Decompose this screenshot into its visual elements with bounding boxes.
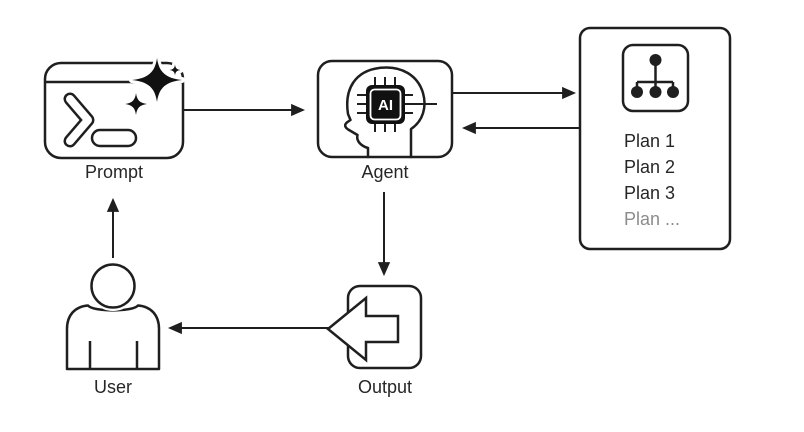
export-arrow-icon — [326, 295, 400, 363]
plans-box — [578, 26, 732, 251]
plan-item-3: Plan 3 — [624, 183, 675, 203]
user-node: User — [65, 261, 161, 397]
plan-item-2: Plan 2 — [624, 157, 675, 177]
prompt-node: Prompt — [43, 55, 185, 182]
sparkle-icon — [122, 55, 185, 118]
output-label: Output — [358, 377, 412, 397]
agent-node: AI Agent — [316, 59, 454, 182]
ai-chip-head-icon: AI — [344, 66, 437, 159]
hierarchy-icon — [621, 43, 690, 113]
plan-item-1: Plan 1 — [624, 131, 675, 151]
terminal-icon — [43, 61, 185, 160]
plan-item-more: Plan ... — [624, 209, 680, 229]
user-label: User — [94, 377, 132, 397]
ai-chip-label: AI — [378, 97, 393, 114]
plan-list: Plan 1 Plan 2 Plan 3 Plan ... — [624, 131, 680, 229]
prompt-label: Prompt — [85, 162, 143, 182]
output-node: Output — [326, 284, 423, 397]
agent-label: Agent — [361, 162, 408, 182]
plans-node: Plan 1 Plan 2 Plan 3 Plan ... — [578, 26, 732, 251]
person-icon — [65, 261, 161, 371]
